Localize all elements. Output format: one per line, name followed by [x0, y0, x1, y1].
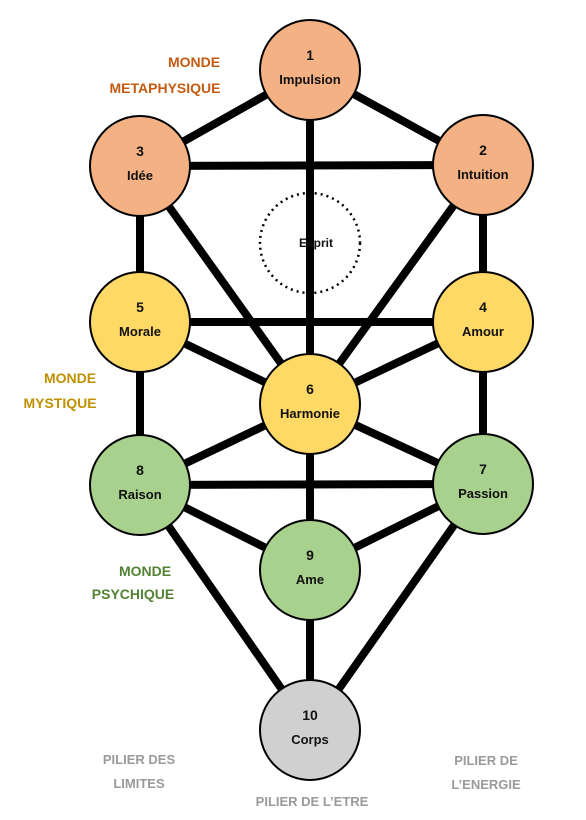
node-10-number: 10: [302, 707, 318, 723]
node-6-number: 6: [306, 381, 314, 397]
node-8-circle: [89, 434, 191, 536]
world-psychique-line1: MONDE: [119, 563, 171, 579]
node-7-circle: [432, 433, 534, 535]
node-1-circle: [259, 19, 361, 121]
node-5-label: Morale: [119, 324, 161, 339]
node-8-number: 8: [136, 462, 144, 478]
pillar-label-energie: PILIER DE L’ENERGIE: [451, 753, 521, 792]
world-label-psychique: MONDE PSYCHIQUE: [92, 563, 174, 602]
pillar-limites-line2: LIMITES: [113, 776, 165, 791]
pillar-label-etre: PILIER DE L’ETRE: [256, 794, 369, 809]
node-8-label: Raison: [118, 487, 161, 502]
node-4-label: Amour: [462, 324, 504, 339]
world-metaphysique-line2: METAPHYSIQUE: [110, 80, 221, 96]
node-7-label: Passion: [458, 486, 508, 501]
node-10-circle: [259, 679, 361, 781]
node-1-label: Impulsion: [279, 72, 340, 87]
spirit-circle: [258, 191, 362, 295]
node-3-circle: [89, 115, 191, 217]
pillar-energie-line1: PILIER DE: [454, 753, 518, 768]
node-3-number: 3: [136, 143, 144, 159]
node-5-circle: [89, 271, 191, 373]
node-3-label: Idée: [127, 168, 153, 183]
node-5-number: 5: [136, 299, 144, 315]
node-6-label: Harmonie: [280, 406, 340, 421]
node-2-label: Intuition: [457, 167, 508, 182]
node-9-number: 9: [306, 547, 314, 563]
node-4-circle: [432, 271, 534, 373]
node-9-label: Ame: [296, 572, 324, 587]
node-4-number: 4: [479, 299, 487, 315]
edge-2-3: [139, 161, 484, 170]
pillar-limites-line1: PILIER DES: [103, 752, 176, 767]
node-2-number: 2: [479, 142, 487, 158]
world-psychique-line2: PSYCHIQUE: [92, 586, 174, 602]
node-9-circle: [259, 519, 361, 621]
pillar-label-limites: PILIER DES LIMITES: [103, 752, 176, 791]
world-metaphysique-line1: MONDE: [168, 54, 220, 70]
node-2-circle: [432, 114, 534, 216]
world-label-mystique: MONDE MYSTIQUE: [23, 370, 96, 411]
spirit-label: Esprit: [299, 236, 333, 250]
pillar-energie-line2: L’ENERGIE: [451, 777, 521, 792]
node-7-number: 7: [479, 461, 487, 477]
world-mystique-line2: MYSTIQUE: [23, 395, 96, 411]
edge-7-8: [139, 480, 484, 489]
pillar-etre-line1: PILIER DE L’ETRE: [256, 794, 369, 809]
world-label-metaphysique: MONDE METAPHYSIQUE: [110, 54, 221, 96]
world-mystique-line1: MONDE: [44, 370, 96, 386]
node-10-label: Corps: [291, 732, 329, 747]
node-1-number: 1: [306, 47, 314, 63]
node-6-circle: [259, 353, 361, 455]
